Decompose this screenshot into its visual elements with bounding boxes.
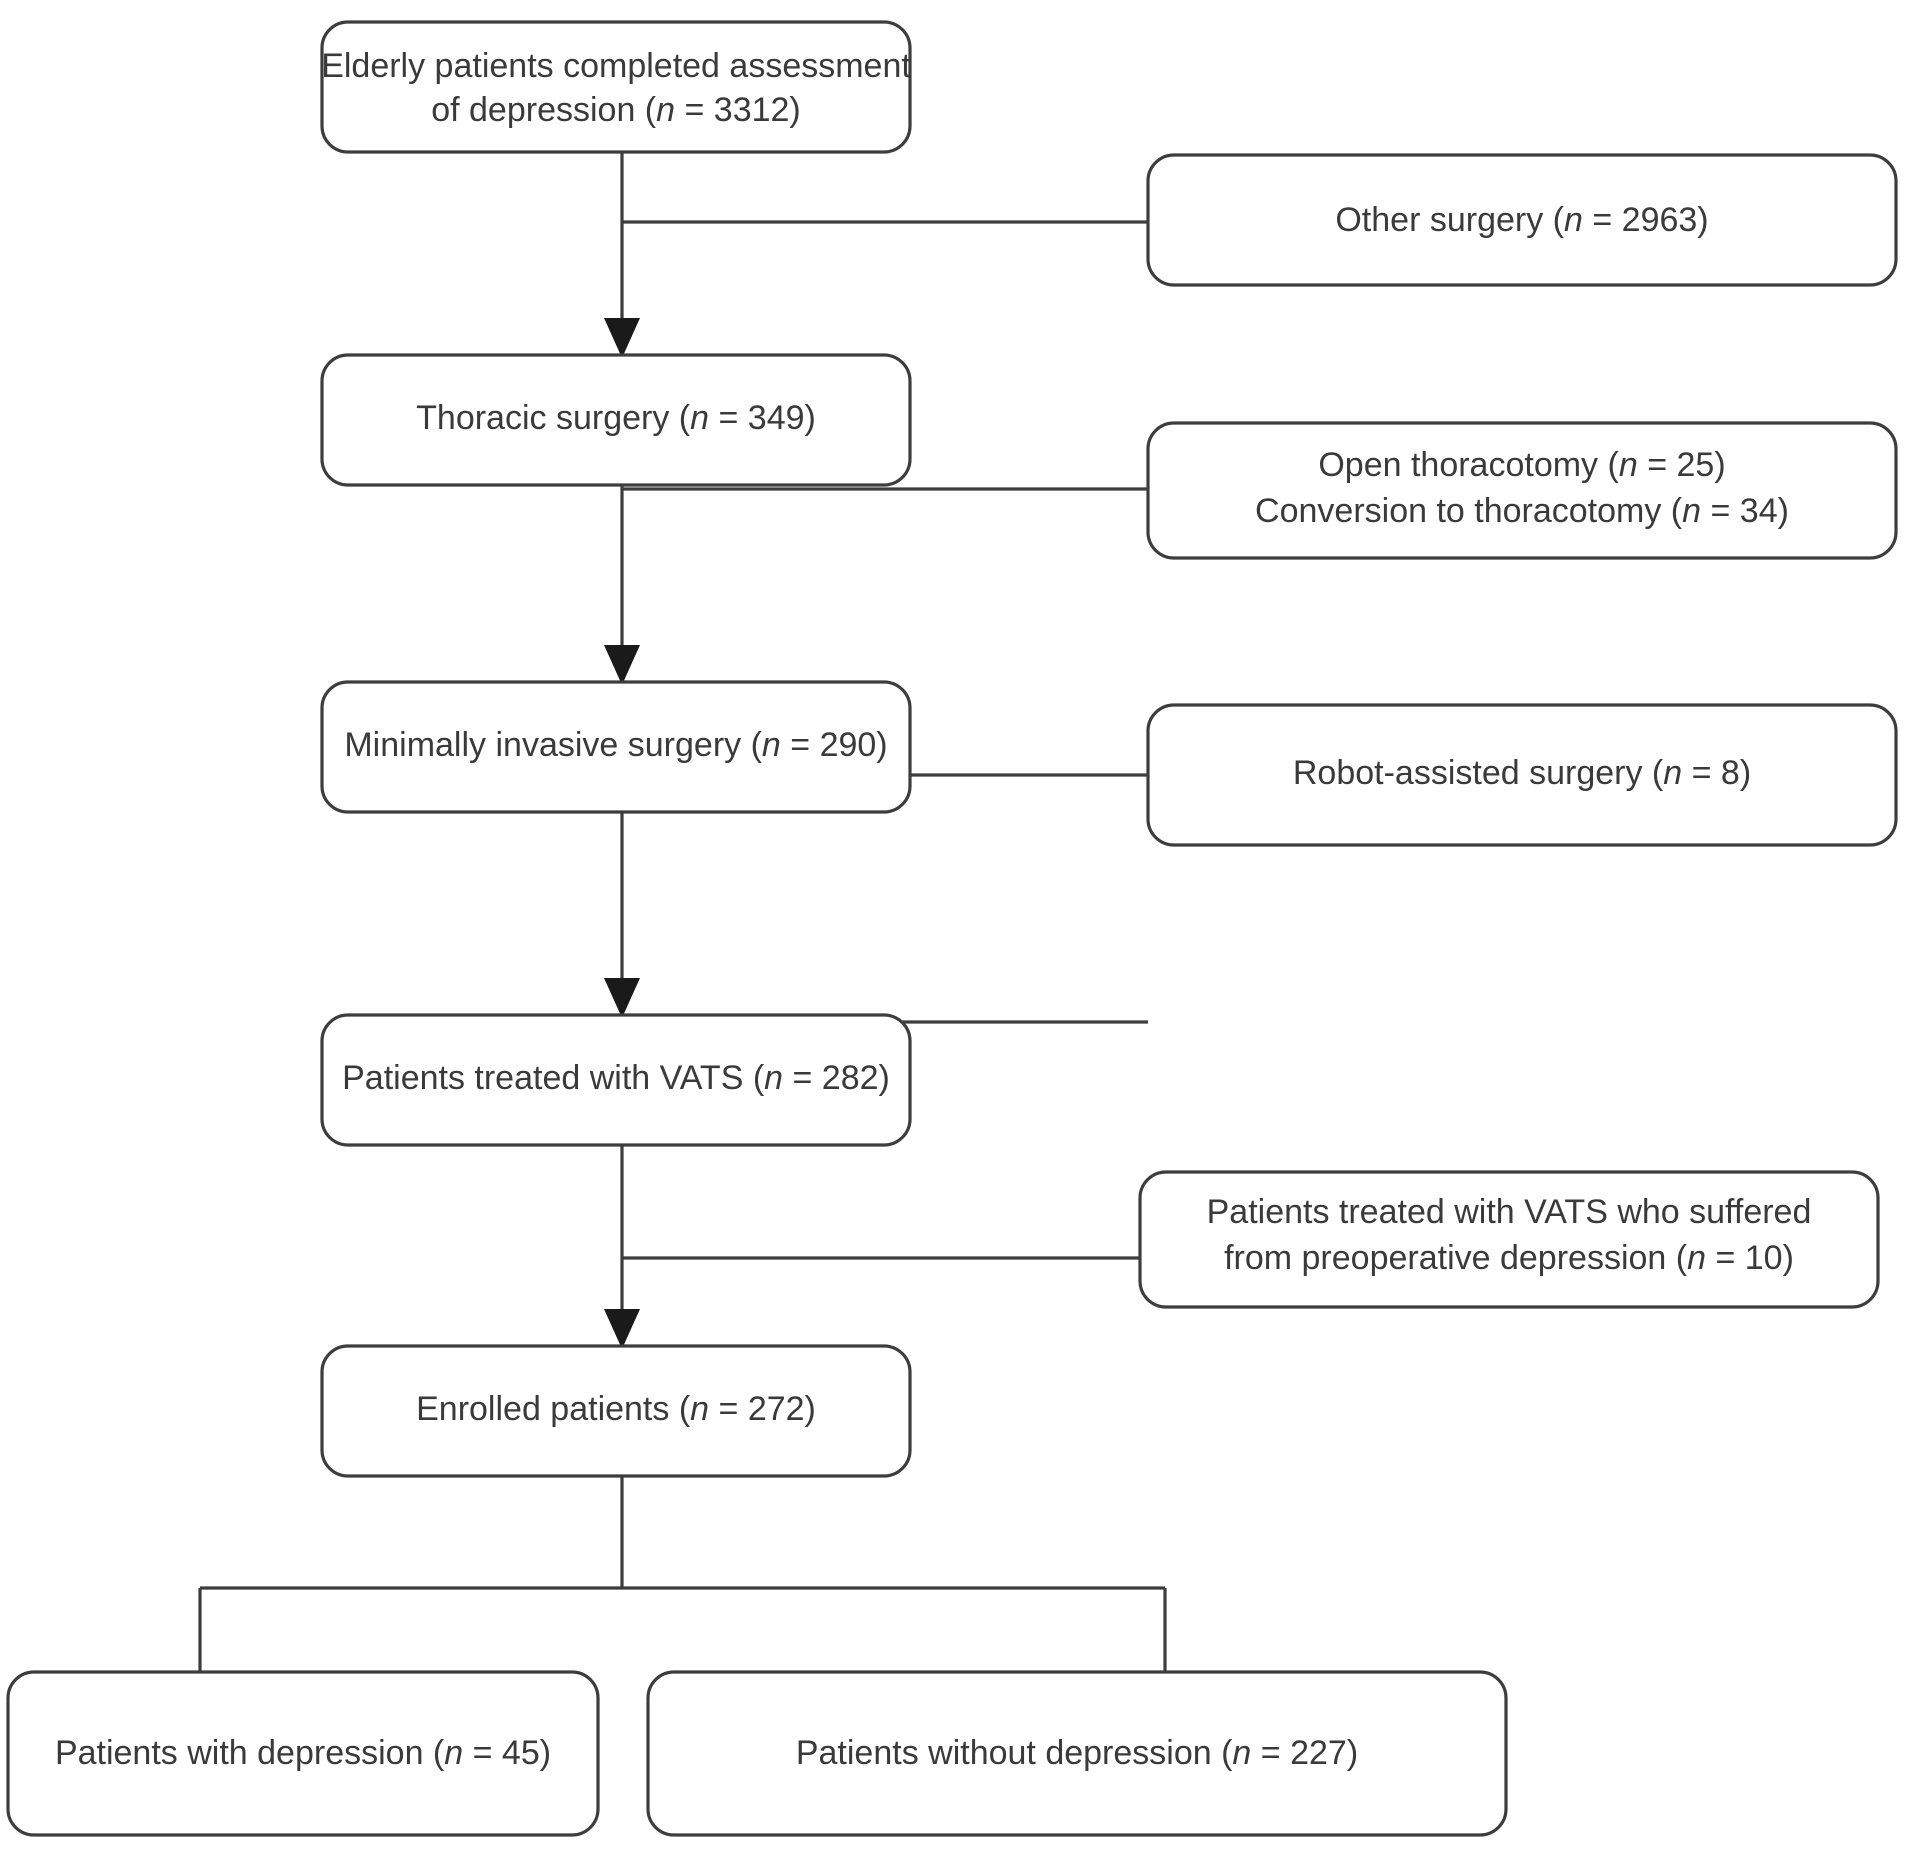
node-minimally-invasive-line-1: Minimally invasive surgery (n = 290) bbox=[344, 726, 887, 764]
node-preop-depression-line-2: from preoperative depression (n = 10) bbox=[1224, 1239, 1794, 1277]
node-thoracotomy-line-2: Conversion to thoracotomy (n = 34) bbox=[1255, 492, 1789, 530]
node-thoracic-box[interactable] bbox=[320, 353, 912, 487]
node-assessment-line-2: of depression (n = 3312) bbox=[431, 91, 801, 129]
node-with-depression-line-1: Patients with depression (n = 45) bbox=[55, 1734, 551, 1772]
node-thoracotomy-line-1: Open thoracotomy (n = 25) bbox=[1318, 446, 1725, 484]
node-minimally-invasive-box[interactable] bbox=[320, 680, 912, 814]
arrowhead-to-minimally-invasive bbox=[604, 645, 640, 685]
node-enrolled[interactable]: Enrolled patients (n = 272) bbox=[320, 1344, 912, 1478]
node-other-surgery[interactable]: Other surgery (n = 2963) bbox=[1146, 153, 1898, 287]
node-robot-assisted-box[interactable] bbox=[1146, 703, 1898, 847]
node-robot-assisted[interactable]: Robot-assisted surgery (n = 8) bbox=[1146, 703, 1898, 847]
node-minimally-invasive[interactable]: Minimally invasive surgery (n = 290) bbox=[320, 680, 912, 814]
node-thoracotomy-box[interactable] bbox=[1146, 421, 1898, 560]
node-thoracotomy[interactable]: Open thoracotomy (n = 25) Conversion to … bbox=[1146, 421, 1898, 560]
node-assessment-line-1: Elderly patients completed assessment bbox=[321, 47, 911, 85]
node-vats-box[interactable] bbox=[320, 1013, 912, 1147]
node-robot-assisted-line-1: Robot-assisted surgery (n = 8) bbox=[1293, 754, 1751, 792]
node-assessment[interactable]: Elderly patients completed assessment of… bbox=[320, 20, 912, 154]
node-assessment-box[interactable] bbox=[320, 20, 912, 154]
node-with-depression-box[interactable] bbox=[6, 1670, 600, 1837]
node-without-depression[interactable]: Patients without depression (n = 227) bbox=[646, 1670, 1508, 1837]
node-other-surgery-line-1: Other surgery (n = 2963) bbox=[1335, 201, 1708, 239]
node-without-depression-line-1: Patients without depression (n = 227) bbox=[796, 1734, 1358, 1772]
node-preop-depression[interactable]: Patients treated with VATS who suffered … bbox=[1138, 1170, 1880, 1309]
node-vats[interactable]: Patients treated with VATS (n = 282) bbox=[320, 1013, 912, 1147]
node-enrolled-box[interactable] bbox=[320, 1344, 912, 1478]
arrowhead-to-thoracic bbox=[604, 318, 640, 358]
node-vats-line-1: Patients treated with VATS (n = 282) bbox=[342, 1059, 890, 1097]
arrowhead-to-enrolled bbox=[604, 1309, 640, 1349]
node-without-depression-box[interactable] bbox=[646, 1670, 1508, 1837]
node-preop-depression-box[interactable] bbox=[1138, 1170, 1880, 1309]
node-preop-depression-line-1: Patients treated with VATS who suffered bbox=[1207, 1193, 1812, 1231]
arrowhead-to-vats bbox=[604, 978, 640, 1018]
node-with-depression[interactable]: Patients with depression (n = 45) bbox=[6, 1670, 600, 1837]
node-thoracic-line-1: Thoracic surgery (n = 349) bbox=[416, 399, 816, 437]
node-enrolled-line-1: Enrolled patients (n = 272) bbox=[416, 1390, 816, 1428]
node-other-surgery-box[interactable] bbox=[1146, 153, 1898, 287]
node-thoracic[interactable]: Thoracic surgery (n = 349) bbox=[320, 353, 912, 487]
